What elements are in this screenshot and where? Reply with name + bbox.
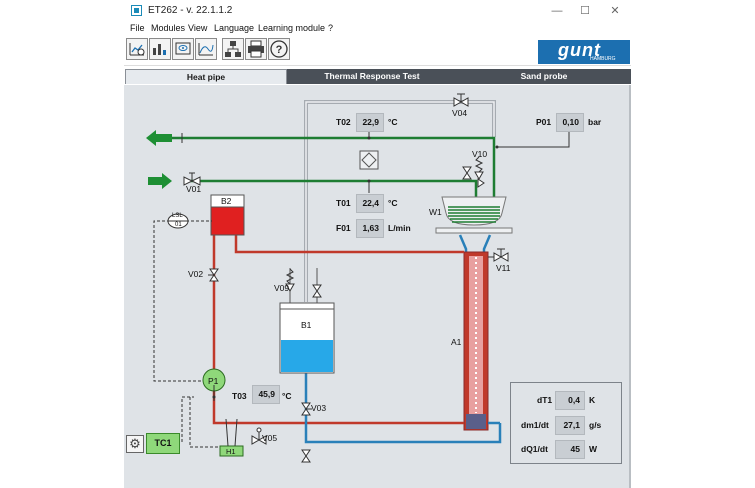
- piping-schematic: [146, 93, 570, 463]
- window-title: ET262 - v. 22.1.1.2: [148, 5, 233, 16]
- b1-label: B1: [301, 320, 312, 330]
- curve-chart-icon: [198, 43, 214, 56]
- result-unit-dt1: K: [589, 395, 596, 405]
- tab-bar: Heat pipe Thermal Response Test Sand pro…: [124, 69, 631, 85]
- tab-heat-pipe[interactable]: Heat pipe: [125, 69, 287, 84]
- result-unit-dm1dt: g/s: [589, 420, 602, 430]
- p01-value: 0,10: [556, 113, 584, 132]
- menu-language[interactable]: Language: [214, 23, 255, 33]
- v09-label: V09: [274, 283, 290, 293]
- gear-icon: ⚙: [129, 436, 141, 451]
- menu-file[interactable]: File: [130, 23, 145, 33]
- lsl-tag: LSL: [172, 213, 183, 219]
- close-button[interactable]: ✕: [610, 5, 620, 17]
- inflow-arrow: [148, 173, 172, 189]
- app-icon: [131, 5, 142, 16]
- tc1-controller-button[interactable]: TC1: [146, 433, 180, 454]
- bar-chart-icon: [153, 44, 166, 55]
- logo-text: gunt: [558, 40, 601, 60]
- result-label-dq1dt: dQ1/dt: [521, 444, 548, 454]
- result-label-dm1dt: dm1/dt: [521, 420, 549, 430]
- t03-label: T03: [232, 391, 247, 401]
- menu-modules[interactable]: Modules: [151, 23, 186, 33]
- t01-unit: °C: [388, 198, 398, 208]
- v11-label: V11: [496, 263, 511, 273]
- title-bar: ET262 - v. 22.1.1.2 — ☐ ✕: [124, 0, 631, 22]
- menu-bar: File Modules View Language Learning modu…: [124, 22, 631, 36]
- window-border: [629, 85, 631, 488]
- bar-chart-button[interactable]: [149, 38, 171, 60]
- minimize-button[interactable]: —: [551, 5, 563, 17]
- v04-label: V04: [452, 108, 468, 118]
- curve-button[interactable]: [195, 38, 217, 60]
- menu-view[interactable]: View: [188, 23, 208, 33]
- tab-sand-probe[interactable]: Sand probe: [457, 69, 631, 84]
- t02-label: T02: [336, 117, 351, 127]
- a1-label: A1: [451, 337, 462, 347]
- result-value-dm1dt: 27,1: [555, 416, 585, 435]
- gunt-logo: gunt HAMBURG: [538, 40, 630, 64]
- svg-text:?: ?: [276, 44, 283, 56]
- f01-unit: L/min: [388, 223, 411, 233]
- v02-label: V02: [188, 269, 204, 279]
- view-button[interactable]: [172, 38, 194, 60]
- line-chart-icon: [129, 43, 145, 56]
- eye-chart-icon: [175, 42, 191, 55]
- t03-unit: °C: [282, 391, 292, 401]
- help-icon: ?: [270, 40, 288, 58]
- v10-label: V10: [472, 149, 488, 159]
- h1-label: H1: [226, 447, 236, 456]
- tab-thermal-response-test[interactable]: Thermal Response Test: [287, 69, 457, 84]
- app-window: ET262 - v. 22.1.1.2 — ☐ ✕ File Modules V…: [124, 0, 631, 488]
- toolbar: ? gunt HAMBURG: [124, 37, 631, 66]
- outflow-arrow: [146, 130, 172, 146]
- result-unit-dq1dt: W: [589, 444, 598, 454]
- process-diagram: T02 22,9 °C T01 22,4 °C F01 1,63 L/min P…: [124, 85, 631, 488]
- results-panel: dT1 0,4 K dm1/dt 27,1 g/s dQ1/dt 45 W: [510, 382, 622, 464]
- help-button[interactable]: ?: [268, 38, 290, 60]
- menu-learning-module[interactable]: Learning module: [258, 23, 326, 33]
- result-value-dt1: 0,4: [555, 391, 585, 410]
- v03-label: V03: [311, 403, 327, 413]
- p01-unit: bar: [588, 117, 602, 127]
- print-button[interactable]: [245, 38, 267, 60]
- maximize-button[interactable]: ☐: [580, 5, 590, 17]
- w1-label: W1: [429, 207, 442, 217]
- v05-label: V05: [262, 433, 278, 443]
- result-label-dt1: dT1: [537, 395, 553, 405]
- menu-help[interactable]: ?: [328, 23, 334, 33]
- lsl-number: 01: [175, 222, 182, 228]
- chart-time-button[interactable]: [126, 38, 148, 60]
- v01-label: V01: [186, 184, 202, 194]
- t01-label: T01: [336, 198, 351, 208]
- settings-button[interactable]: ⚙: [126, 435, 144, 453]
- t01-value: 22,4: [356, 194, 384, 213]
- network-icon: [225, 41, 241, 57]
- p1-label: P1: [208, 376, 219, 386]
- p01-label: P01: [536, 117, 552, 127]
- network-button[interactable]: [222, 38, 244, 60]
- f01-label: F01: [336, 223, 351, 233]
- t02-value: 22,9: [356, 113, 384, 132]
- logo-subtext: HAMBURG: [590, 56, 616, 62]
- printer-icon: [248, 40, 264, 58]
- b2-label: B2: [221, 196, 232, 206]
- t02-unit: °C: [388, 117, 398, 127]
- f01-value: 1,63: [356, 219, 384, 238]
- result-value-dq1dt: 45: [555, 440, 585, 459]
- t03-value: 45,9: [252, 385, 280, 404]
